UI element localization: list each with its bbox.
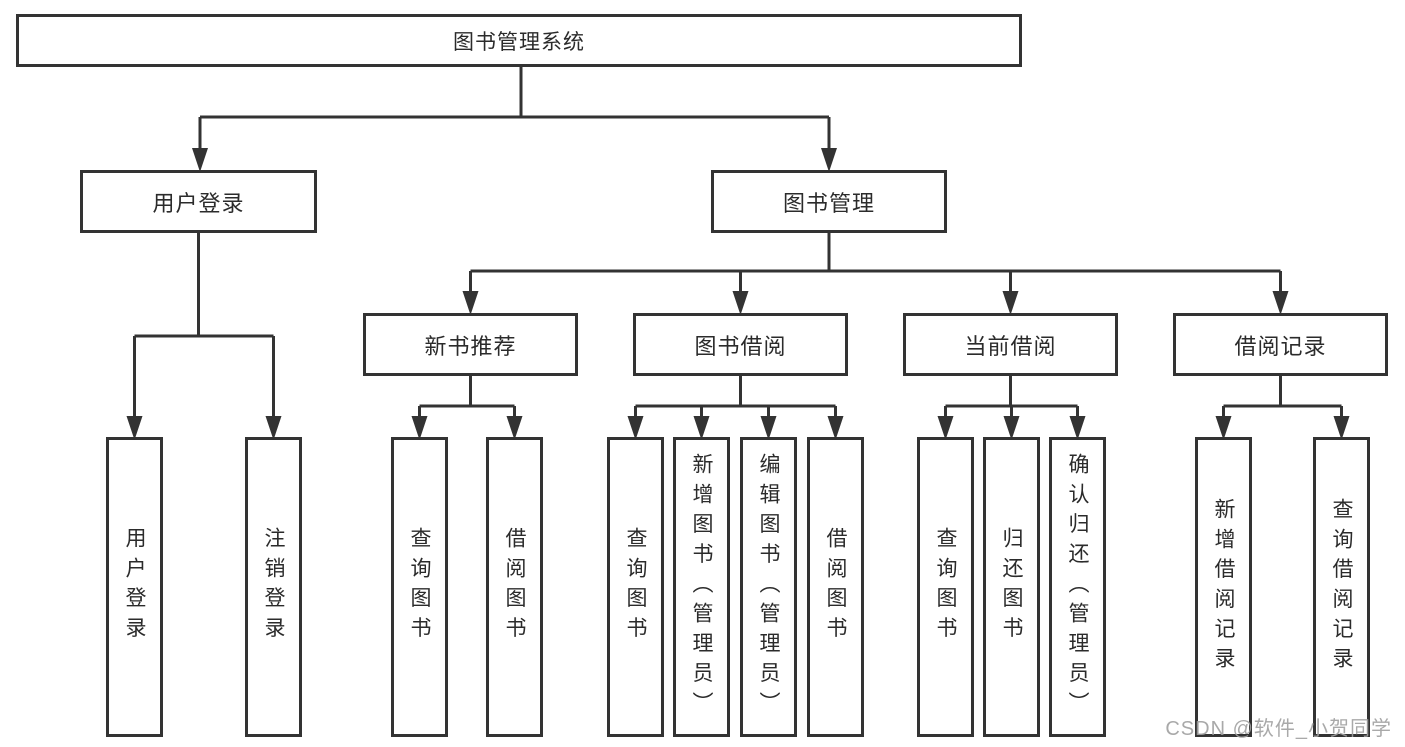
node-leaf-query-book-1: 查询图书 <box>391 437 448 737</box>
connector-book-borrow-branch <box>627 376 844 440</box>
connector-root-to-level2 <box>192 67 837 172</box>
node-leaf-query-book-3: 查询图书 <box>917 437 974 737</box>
node-leaf-add-borrow-record: 新增借阅记录 <box>1195 437 1252 737</box>
node-user-login: 用户登录 <box>80 170 317 233</box>
node-leaf-borrow-book-2: 借阅图书 <box>807 437 864 737</box>
node-leaf-user-login: 用户登录 <box>106 437 163 737</box>
node-book-management-label: 图书管理 <box>782 190 875 216</box>
node-leaf-borrow-book-1: 借阅图书 <box>486 437 543 737</box>
node-book-management: 图书管理 <box>711 170 947 233</box>
node-leaf-query-book-3-label: 查询图书 <box>934 527 958 647</box>
node-leaf-edit-book-admin-label: 编辑图书（管理员） <box>757 452 781 722</box>
node-current-borrow-label: 当前借阅 <box>964 333 1057 359</box>
connector-current-borrow-branch <box>937 376 1086 440</box>
node-leaf-query-borrow-record-label: 查询借阅记录 <box>1330 497 1354 677</box>
node-leaf-query-book-2-label: 查询图书 <box>624 527 648 647</box>
connector-user-login-branch <box>126 233 282 440</box>
node-library-system-label: 图书管理系统 <box>453 30 585 54</box>
node-user-login-label: 用户登录 <box>152 190 245 216</box>
node-library-system: 图书管理系统 <box>16 14 1022 67</box>
node-leaf-logout-label: 注销登录 <box>262 527 286 647</box>
node-leaf-add-book-admin-label: 新增图书（管理员） <box>690 452 714 722</box>
node-leaf-confirm-return-admin: 确认归还（管理员） <box>1049 437 1106 737</box>
node-leaf-user-login-label: 用户登录 <box>123 527 147 647</box>
node-borrow-record-label: 借阅记录 <box>1234 333 1327 359</box>
node-leaf-borrow-book-1-label: 借阅图书 <box>503 527 527 647</box>
connector-borrow-record-branch <box>1215 376 1350 440</box>
node-leaf-logout: 注销登录 <box>245 437 302 737</box>
node-leaf-query-borrow-record: 查询借阅记录 <box>1313 437 1370 737</box>
node-new-book-recommend: 新书推荐 <box>363 313 578 376</box>
node-leaf-confirm-return-admin-label: 确认归还（管理员） <box>1066 452 1090 722</box>
node-leaf-query-book-2: 查询图书 <box>607 437 664 737</box>
node-leaf-add-borrow-record-label: 新增借阅记录 <box>1212 497 1236 677</box>
node-leaf-edit-book-admin: 编辑图书（管理员） <box>740 437 797 737</box>
connector-book-management-branch <box>462 233 1289 315</box>
node-leaf-add-book-admin: 新增图书（管理员） <box>673 437 730 737</box>
node-borrow-record: 借阅记录 <box>1173 313 1388 376</box>
node-leaf-borrow-book-2-label: 借阅图书 <box>824 527 848 647</box>
node-new-book-recommend-label: 新书推荐 <box>424 333 517 359</box>
connector-new-book-branch <box>411 376 523 440</box>
node-book-borrow-label: 图书借阅 <box>694 333 787 359</box>
node-book-borrow: 图书借阅 <box>633 313 848 376</box>
node-leaf-query-book-1-label: 查询图书 <box>408 527 432 647</box>
node-leaf-return-book: 归还图书 <box>983 437 1040 737</box>
node-leaf-return-book-label: 归还图书 <box>1000 527 1024 647</box>
node-current-borrow: 当前借阅 <box>903 313 1118 376</box>
csdn-watermark: CSDN @软件_小贺同学 <box>1165 718 1392 740</box>
